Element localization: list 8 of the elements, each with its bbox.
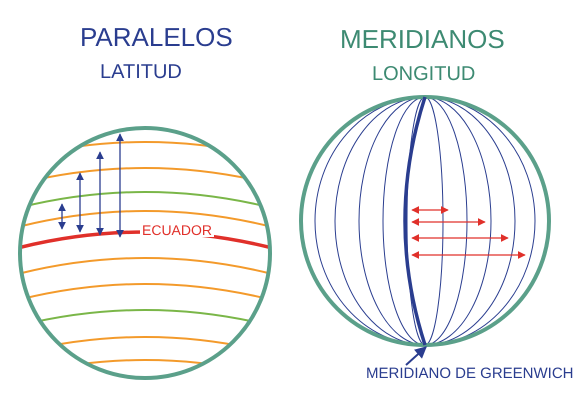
equator-label: ECUADOR: [140, 223, 214, 237]
leader-line: [405, 346, 427, 366]
heading: MERIDIANOS: [340, 26, 505, 52]
subheading: LATITUD: [100, 62, 182, 82]
greenwich-meridian: [403, 96, 427, 346]
callout-label: MERIDIANO DE GREENWICH: [366, 366, 574, 381]
heading: PARALELOS: [80, 24, 233, 50]
subheading: LONGITUD: [372, 64, 476, 84]
